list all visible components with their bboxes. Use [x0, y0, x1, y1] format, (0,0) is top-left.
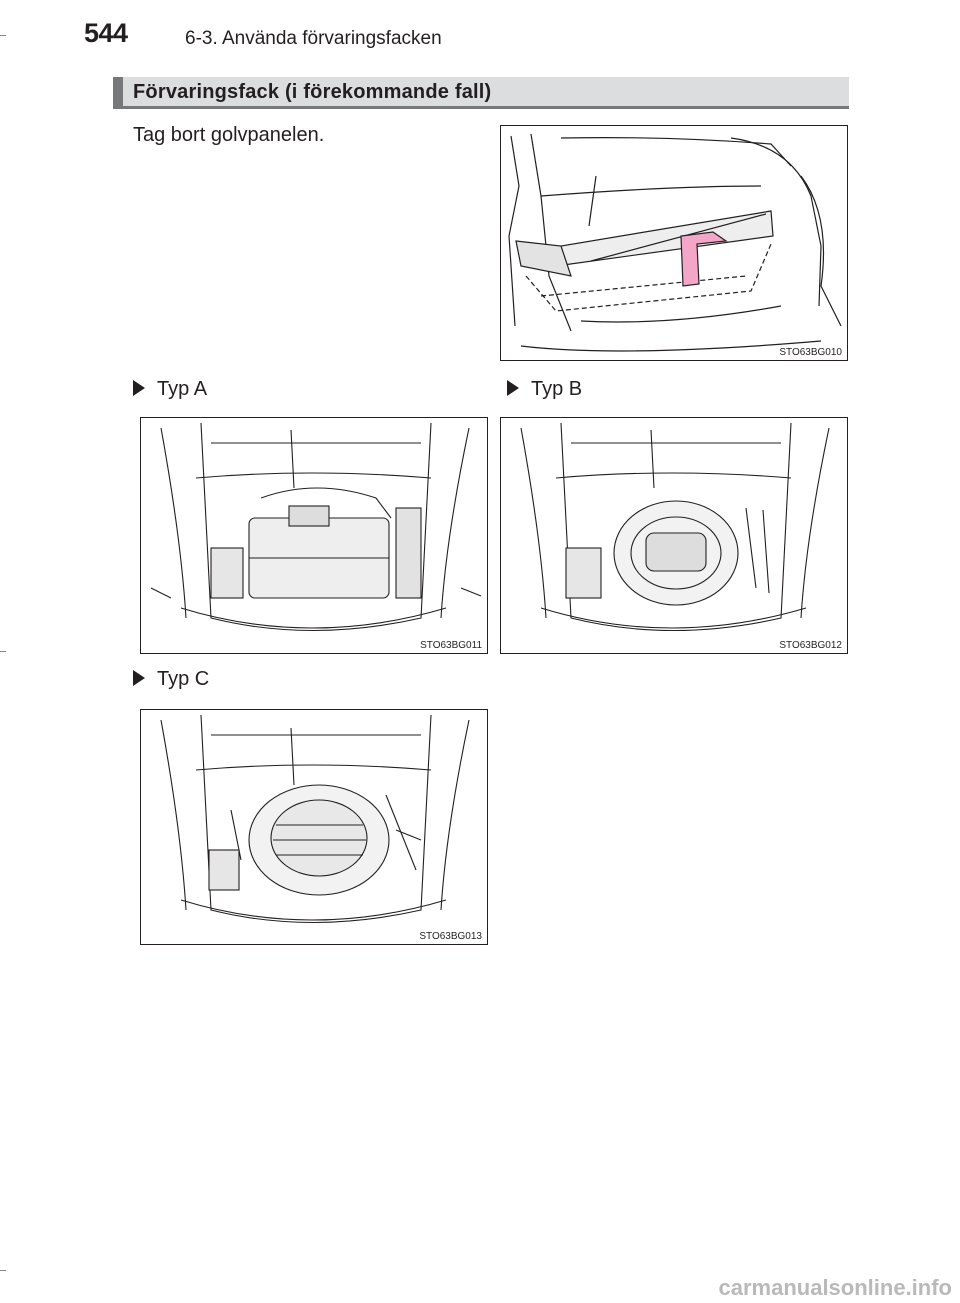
- type-b-text: Typ B: [531, 378, 583, 400]
- triangle-bullet-icon: [133, 380, 145, 396]
- instruction-text: Tag bort golvpanelen.: [133, 124, 325, 146]
- figure-type-c: STO63BG013: [140, 709, 488, 945]
- type-c-label: Typ C: [133, 668, 209, 691]
- figure-code: STO63BG012: [778, 640, 843, 651]
- figure-code: STO63BG013: [418, 931, 483, 942]
- figure-type-b: STO63BG012: [500, 417, 848, 654]
- triangle-bullet-icon: [133, 670, 145, 686]
- type-b-label: Typ B: [507, 378, 582, 401]
- chapter-title: 6-3. Använda förvaringsfacken: [185, 28, 442, 49]
- triangle-bullet-icon: [507, 380, 519, 396]
- figure-code: STO63BG010: [778, 347, 843, 358]
- type-c-text: Typ C: [157, 668, 210, 690]
- section-title: Förvaringsfack (i förekommande fall): [133, 81, 492, 103]
- figure-type-a: STO63BG011: [140, 417, 488, 654]
- figure-code: STO63BG011: [419, 640, 483, 651]
- type-a-text: Typ A: [157, 378, 208, 400]
- figure-floor-panel: STO63BG010: [500, 125, 848, 361]
- section-header: Förvaringsfack (i förekommande fall): [113, 77, 849, 109]
- page-number: 544: [84, 18, 128, 48]
- footer-watermark[interactable]: carmanualsonline.info: [718, 1275, 953, 1300]
- type-a-label: Typ A: [133, 378, 207, 401]
